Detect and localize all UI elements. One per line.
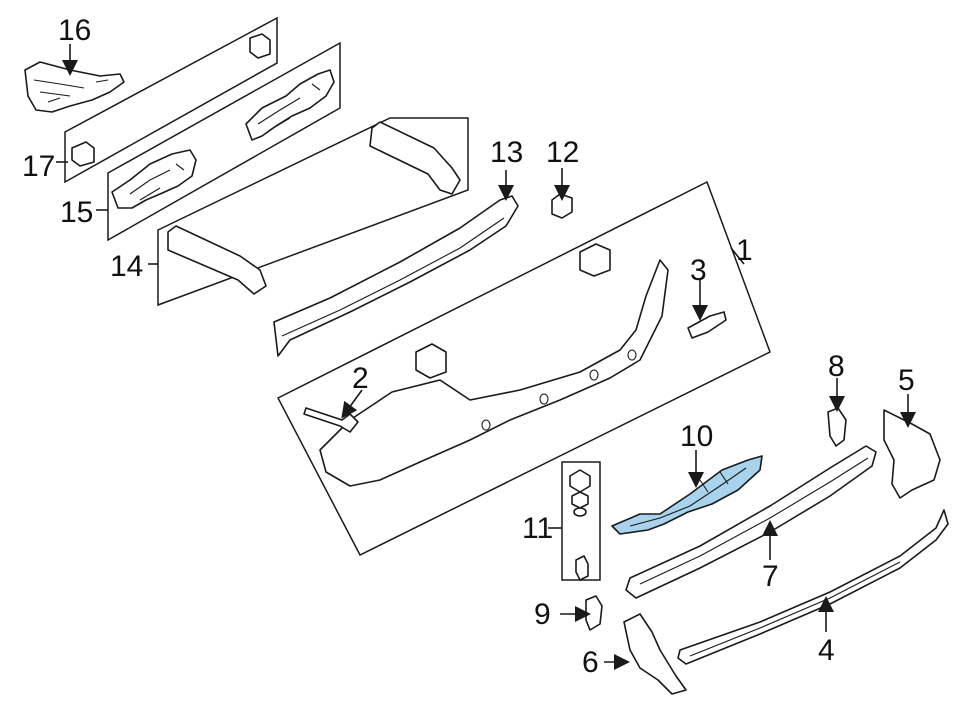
grommet-part-12: [551, 193, 573, 219]
rail-part-4: [677, 509, 949, 665]
group-frame-14: [157, 117, 469, 307]
callout-labels: 16 17 15 14 13 12 1 3 2 8 5 10 11 7 9 4 …: [22, 14, 915, 679]
callout-3: 3: [690, 254, 707, 287]
callout-1: 1: [736, 234, 753, 267]
callout-7: 7: [762, 560, 779, 593]
bracket-part-15: [111, 69, 335, 209]
callout-14: 14: [110, 250, 143, 283]
callout-13: 13: [490, 136, 523, 169]
bracket-part-8: [827, 407, 847, 447]
reinforcement-part-13: [273, 195, 519, 357]
callout-17: 17: [22, 150, 55, 183]
callout-4: 4: [818, 634, 835, 667]
callout-10: 10: [680, 420, 713, 453]
highlighted-bracket-part-10: [611, 455, 763, 535]
callout-2: 2: [352, 362, 369, 395]
bracket-part-6: [623, 613, 687, 695]
group-frame-1: [276, 180, 771, 556]
callout-5: 5: [898, 364, 915, 397]
leader-lines: [56, 44, 916, 670]
bracket-part-3: [687, 311, 727, 339]
callout-11: 11: [522, 512, 553, 545]
bumper-cover-part-1: [319, 243, 669, 487]
callout-16: 16: [58, 14, 91, 47]
bracket-part-16: [24, 61, 125, 113]
absorber-part-14: [167, 121, 461, 295]
callout-9: 9: [534, 598, 551, 631]
hardware-kit-part-11: [569, 469, 591, 581]
callout-12: 12: [546, 136, 579, 169]
callout-6: 6: [582, 646, 599, 679]
group-frame-17: [64, 16, 278, 184]
group-frame-15: [107, 41, 341, 242]
clip-part-9: [585, 595, 603, 631]
callout-15: 15: [60, 196, 93, 229]
pad-part-17: [71, 33, 271, 167]
rail-part-7: [625, 445, 877, 599]
callout-8: 8: [828, 350, 845, 383]
extension-part-5: [883, 409, 941, 499]
bolt-part-2: [303, 407, 359, 433]
